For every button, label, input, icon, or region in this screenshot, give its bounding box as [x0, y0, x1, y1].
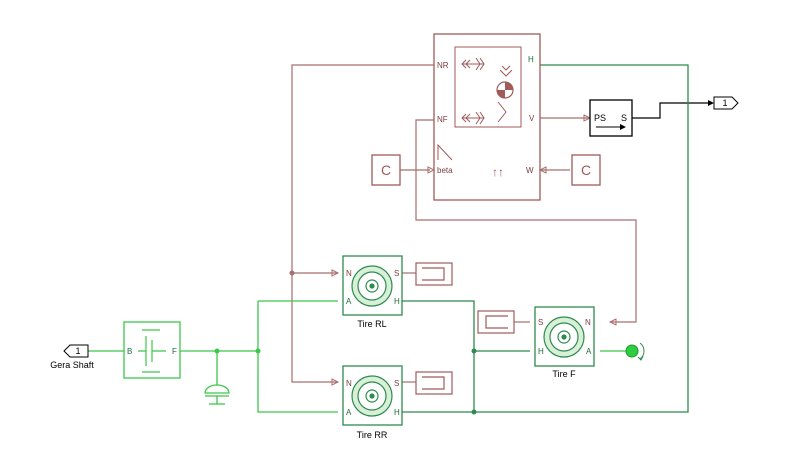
tire-icon — [543, 316, 585, 358]
vehicle-body-block[interactable]: ↑↑ NR NF beta H V W — [433, 33, 541, 201]
tire-rl-block[interactable]: N S A H Tire RL — [342, 255, 403, 329]
connection-port-icon[interactable] — [625, 342, 645, 361]
tire-rr-port-a: A — [346, 408, 352, 417]
inport-gera-shaft[interactable]: 1 Gera Shaft — [50, 344, 94, 370]
ps-simulink-converter[interactable]: PS S — [589, 99, 633, 137]
tire-f-name: Tire F — [552, 369, 576, 379]
vehicle-port-h: H — [528, 55, 534, 64]
vehicle-port-v: V — [529, 114, 535, 123]
terminator-rr[interactable] — [415, 371, 453, 395]
tire-rl-name: Tire RL — [357, 319, 386, 329]
vehicle-port-nf: NF — [437, 115, 448, 124]
tire-rr-block[interactable]: N S A H Tire RR — [342, 365, 403, 440]
svg-text:↑↑: ↑↑ — [492, 165, 504, 179]
vehicle-port-beta: beta — [437, 166, 453, 175]
terminator-f[interactable] — [477, 310, 515, 334]
tire-rr-port-s: S — [394, 379, 399, 388]
tire-f-block[interactable]: S N H A Tire F — [534, 306, 595, 379]
tire-f-port-a: A — [586, 347, 592, 356]
tire-icon — [351, 375, 393, 417]
tire-rr-port-n: N — [346, 379, 352, 388]
tire-rl-port-a: A — [346, 297, 352, 306]
vehicle-port-w: W — [526, 166, 534, 175]
signal-wires — [291, 64, 637, 383]
tire-icon — [351, 265, 393, 307]
constant-block-w[interactable]: C — [571, 154, 601, 186]
junctions — [214, 270, 477, 415]
ps-port-in: PS — [594, 113, 606, 123]
tire-rr-name: Tire RR — [357, 430, 388, 440]
tire-f-port-s: S — [538, 318, 543, 327]
mech-wires — [88, 64, 689, 413]
ps-port-out: S — [621, 113, 627, 123]
inport-label: Gera Shaft — [50, 360, 94, 370]
outport-1[interactable]: 1 — [713, 96, 739, 110]
terminator-rl[interactable] — [415, 262, 453, 286]
constant-beta-label: C — [381, 162, 391, 178]
tire-rl-port-s: S — [394, 269, 399, 278]
outport-number: 1 — [722, 98, 727, 108]
tire-rr-port-h: H — [394, 408, 400, 417]
tire-rl-port-n: N — [346, 269, 352, 278]
tire-f-port-n: N — [585, 318, 591, 327]
gear-port-f: F — [172, 347, 177, 356]
wire-nr — [291, 64, 460, 383]
constant-w-label: C — [581, 162, 591, 178]
gear-port-b: B — [127, 347, 132, 356]
tire-rl-port-h: H — [394, 297, 400, 306]
wire-output — [632, 102, 708, 119]
constant-block-beta[interactable]: C — [371, 154, 401, 186]
inport-number: 1 — [75, 346, 80, 356]
mechanical-ground-icon[interactable] — [204, 384, 230, 405]
wire-nf — [415, 119, 637, 323]
tire-f-port-h: H — [538, 347, 544, 356]
terminator-wires — [402, 272, 530, 383]
gear-block[interactable]: B F — [123, 321, 181, 379]
vehicle-port-nr: NR — [437, 61, 449, 70]
